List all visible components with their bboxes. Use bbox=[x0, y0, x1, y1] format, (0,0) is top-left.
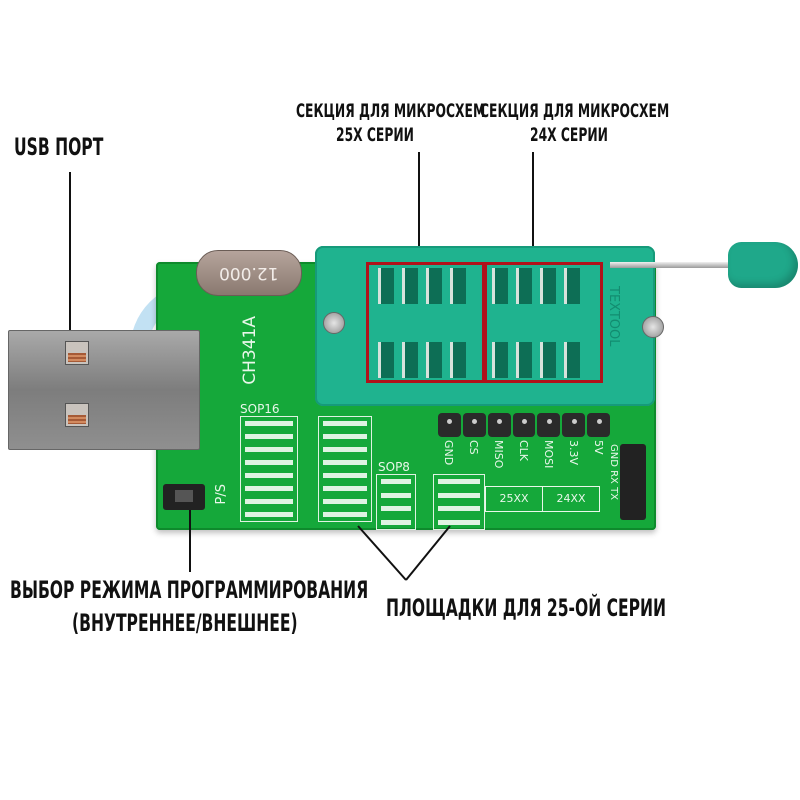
pin-label-mosi: MOSI bbox=[542, 440, 555, 469]
socket-brand-label: TEXTOOL bbox=[606, 286, 621, 347]
sop16-label: SOP16 bbox=[240, 402, 280, 416]
chip-25xx-outline: 25XX bbox=[485, 486, 543, 512]
chip-24xx-label: 24XX bbox=[556, 492, 586, 505]
pads-leader-lines bbox=[357, 525, 451, 581]
usb-port-leader-line bbox=[69, 172, 71, 332]
section-24x-label-line2: 24Х СЕРИИ bbox=[530, 124, 608, 146]
usb-plug bbox=[8, 330, 200, 450]
sop8-label: SOP8 bbox=[378, 460, 410, 474]
sop8-pads-right bbox=[433, 474, 485, 530]
usb-port-label: USB ПОРТ bbox=[14, 133, 104, 161]
chip-24xx-outline: 24XX bbox=[542, 486, 600, 512]
section-25x-label-line2: 25Х СЕРИИ bbox=[336, 124, 414, 146]
section-25x-leader-line bbox=[418, 152, 420, 270]
usb-contact-hole bbox=[65, 403, 89, 427]
section-25x-highlight bbox=[366, 262, 487, 383]
chip-25xx-label: 25XX bbox=[499, 492, 529, 505]
zif-lever-knob[interactable] bbox=[728, 242, 798, 288]
sop8-pads-left bbox=[376, 474, 416, 530]
section-24x-label-line1: СЕКЦИЯ ДЛЯ МИКРОСХЕМ bbox=[480, 100, 670, 122]
crystal-label: 12.000 bbox=[219, 263, 279, 283]
pin-label-clk: CLK bbox=[517, 440, 530, 462]
uart-pin-header bbox=[620, 444, 646, 520]
section-24x-highlight bbox=[482, 262, 603, 383]
mode-jumper[interactable] bbox=[163, 484, 205, 510]
usb-contact-hole bbox=[65, 341, 89, 365]
screw-left-icon bbox=[323, 312, 345, 334]
pin-label-5v: 5V bbox=[592, 440, 605, 455]
pin-label-miso: MISO bbox=[492, 440, 505, 469]
section-24x-leader-line bbox=[532, 152, 534, 270]
chip-label: CH341A bbox=[240, 316, 260, 385]
side-pin-labels: GND RX TX bbox=[608, 444, 619, 501]
section-25x-label-line1: СЕКЦИЯ ДЛЯ МИКРОСХЕМ bbox=[296, 100, 486, 122]
pin-header bbox=[437, 413, 611, 437]
pin-label-gnd: GND bbox=[442, 440, 455, 466]
pin-label-3v3: 3.3V bbox=[567, 440, 580, 466]
sop16-pads-left bbox=[240, 416, 298, 522]
screw-right-icon bbox=[642, 316, 664, 338]
jumper-label: P/S bbox=[214, 484, 229, 505]
zif-lever-rod[interactable] bbox=[610, 262, 736, 268]
mode-select-leader-line bbox=[189, 510, 191, 572]
pads-25-label: ПЛОЩАДКИ ДЛЯ 25-ОЙ СЕРИИ bbox=[386, 594, 667, 622]
sop16-pads-right bbox=[318, 416, 372, 522]
crystal-oscillator: 12.000 bbox=[196, 250, 302, 296]
pin-label-cs: CS bbox=[467, 440, 480, 455]
mode-select-label-line1: ВЫБОР РЕЖИМА ПРОГРАММИРОВАНИЯ bbox=[10, 576, 369, 604]
mode-select-label-line2: (ВНУТРЕННЕЕ/ВНЕШНЕЕ) bbox=[72, 609, 298, 637]
